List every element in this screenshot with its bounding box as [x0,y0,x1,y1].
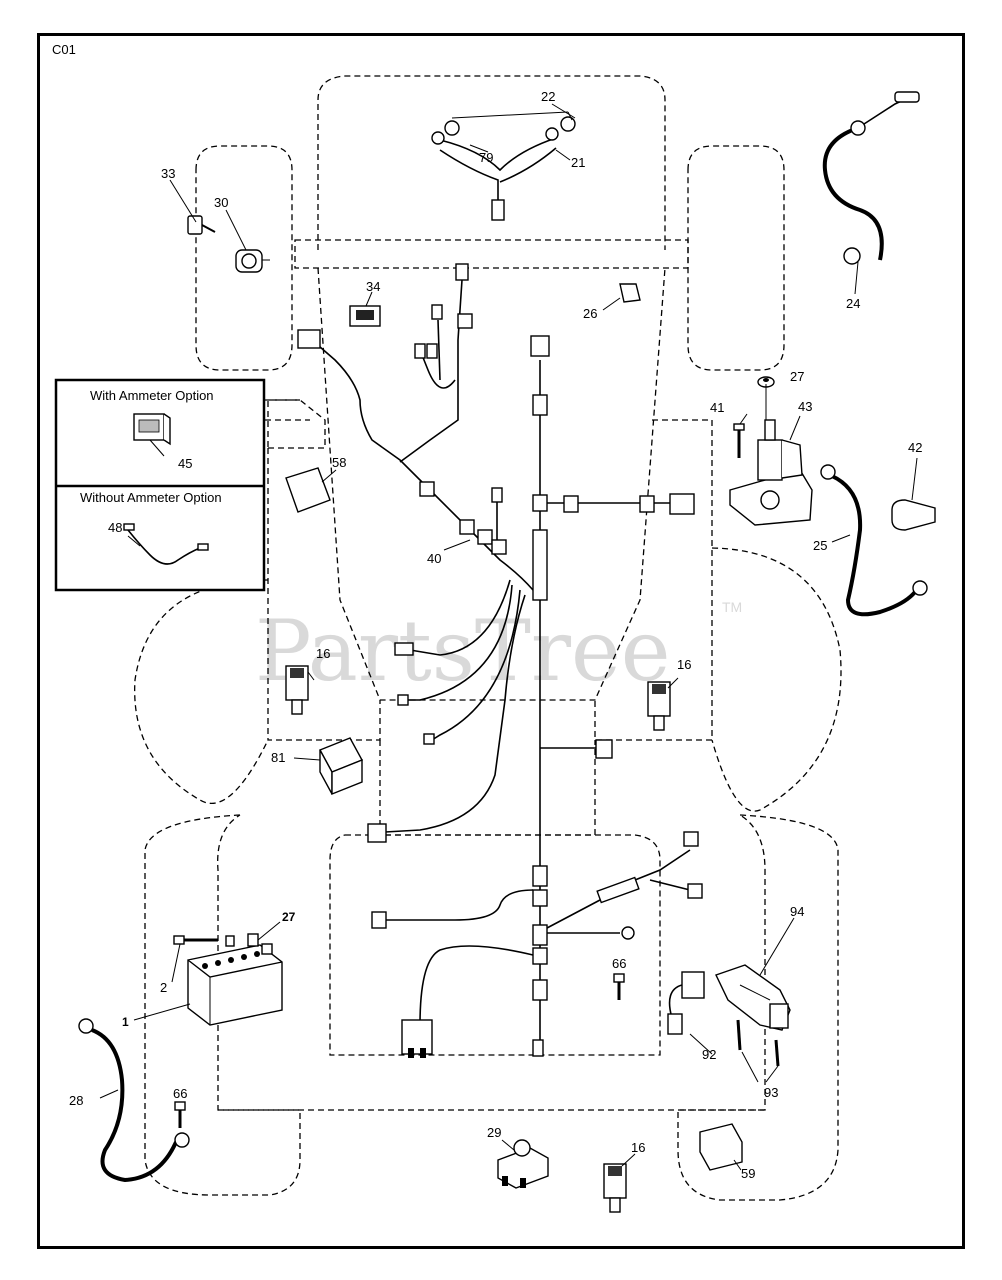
watermark-tm: TM [722,599,742,615]
callout-22: 22 [541,89,555,104]
callout-21: 21 [571,155,585,170]
headlight-harness-icon [431,111,576,221]
callout-29: 29 [487,1125,501,1140]
pto-switch-icon [349,305,381,327]
module-58-icon [285,467,331,513]
battery-bolt-icon [173,933,259,947]
callout-59: 59 [741,1166,755,1181]
callout-45: 45 [178,456,192,471]
seat-switch-16b-icon [647,681,671,731]
callout-27a: 27 [790,369,804,384]
battery-icon [187,943,283,1026]
callout-66a: 66 [173,1086,187,1101]
callout-43: 43 [798,399,812,414]
jumper-wire-icon [123,523,209,565]
terminal-boot-icon [891,499,936,531]
callout-66b: 66 [612,956,626,971]
fuse-icon [619,283,641,303]
callout-27b: 27 [282,910,296,924]
seat-switch-16a-icon [285,665,309,715]
callout-94: 94 [790,904,804,919]
ignition-switch-icon [235,249,270,273]
without-ammeter-label: Without Ammeter Option [80,490,222,505]
switch-29-icon [497,1139,549,1189]
diagram-code: C01 [52,42,76,57]
callout-1: 1 [122,1015,129,1029]
callout-34: 34 [366,279,380,294]
ammeter-icon [133,413,171,446]
module-94-icon [715,964,791,1031]
relay-icon [319,737,363,796]
battery-cable-28-icon [78,1018,190,1183]
bolt-41-icon [733,423,745,458]
callout-42: 42 [908,440,922,455]
callout-33: 33 [161,166,175,181]
callout-26: 26 [583,306,597,321]
watermark: PartsTree [255,602,670,700]
key-icon [187,215,216,235]
screw-66b-icon [613,973,625,1000]
screw-93-icon [736,1019,780,1067]
body-outline [134,75,842,1201]
diagram-frame [37,33,965,1249]
callout-16c: 16 [631,1140,645,1155]
callout-41: 41 [710,400,724,415]
connector-92-icon [667,971,705,1035]
main-wire-harness [297,263,703,1058]
callout-25: 25 [813,538,827,553]
with-ammeter-label: With Ammeter Option [90,388,214,403]
callout-81: 81 [271,750,285,765]
callout-16a: 16 [316,646,330,661]
callout-16b: 16 [677,657,691,672]
callout-40: 40 [427,551,441,566]
callout-labels: 22 79 21 33 30 34 26 24 27 41 43 42 25 4… [69,89,922,1181]
screw-66a-icon [174,1101,186,1128]
battery-cable-24-icon [822,91,920,265]
callout-24: 24 [846,296,860,311]
ammeter-option-box: With Ammeter Option Without Ammeter Opti… [54,378,266,592]
callout-93: 93 [764,1085,778,1100]
battery-cable-25-icon [820,464,928,617]
callout-79: 79 [479,150,493,165]
callout-30: 30 [214,195,228,210]
callout-28: 28 [69,1093,83,1108]
callout-58: 58 [332,455,346,470]
starter-solenoid-icon [729,419,813,526]
callout-48: 48 [108,520,122,535]
callout-2: 2 [160,980,167,995]
callout-92: 92 [702,1047,716,1062]
leader-lines [99,103,918,1171]
seat-switch-16c-icon [603,1163,627,1213]
module-59-icon [699,1123,743,1171]
